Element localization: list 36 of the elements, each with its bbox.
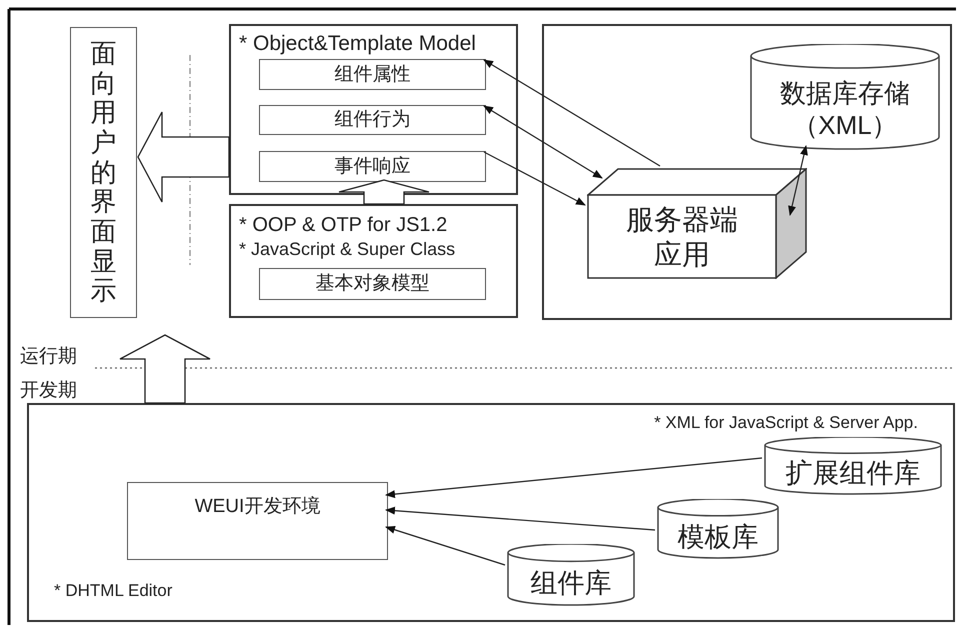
block-arrow — [119, 334, 211, 404]
box-label: 基本对象模型 — [316, 272, 430, 296]
label-box — [259, 151, 486, 182]
panel-heading: * DHTML Editor — [54, 581, 172, 601]
block-arrow — [338, 179, 430, 205]
block-arrow — [137, 111, 230, 203]
box-label: 组件行为 — [334, 108, 410, 132]
box-label: 数据库存储（XML） — [779, 76, 911, 142]
arrow — [385, 526, 506, 566]
panel-heading: * Object&Template Model — [239, 32, 476, 56]
box-label: 事件响应 — [334, 154, 410, 178]
arrow — [385, 457, 762, 498]
model-panel — [229, 204, 518, 318]
display-box — [70, 27, 137, 318]
box-label: 服务器端应用 — [625, 203, 739, 272]
label-box — [259, 59, 486, 90]
label-box — [259, 268, 486, 300]
box-label: 面向用户的界面显示 — [90, 39, 118, 306]
box-label: WEUI开发环境 — [194, 495, 320, 519]
box-label: 组件属性 — [334, 62, 410, 86]
box-label: 组件库 — [530, 566, 612, 600]
editor-panel — [27, 403, 955, 622]
panel-heading: * OOP & OTP for JS1.2 — [239, 214, 448, 237]
arrow — [484, 151, 586, 206]
label-box — [259, 105, 486, 135]
box-label: 扩展组件库 — [786, 457, 920, 490]
panel-heading: * XML for JavaScript & Server App. — [654, 413, 918, 433]
environment-box — [127, 482, 388, 560]
arrow — [788, 145, 808, 216]
model-panel — [229, 24, 518, 195]
box-label: 模板库 — [678, 520, 758, 554]
arrow — [483, 105, 603, 179]
panel-heading: * JavaScript & Super Class — [239, 239, 456, 260]
arrow — [483, 59, 660, 167]
arrow — [385, 506, 656, 531]
server-panel — [542, 24, 952, 320]
